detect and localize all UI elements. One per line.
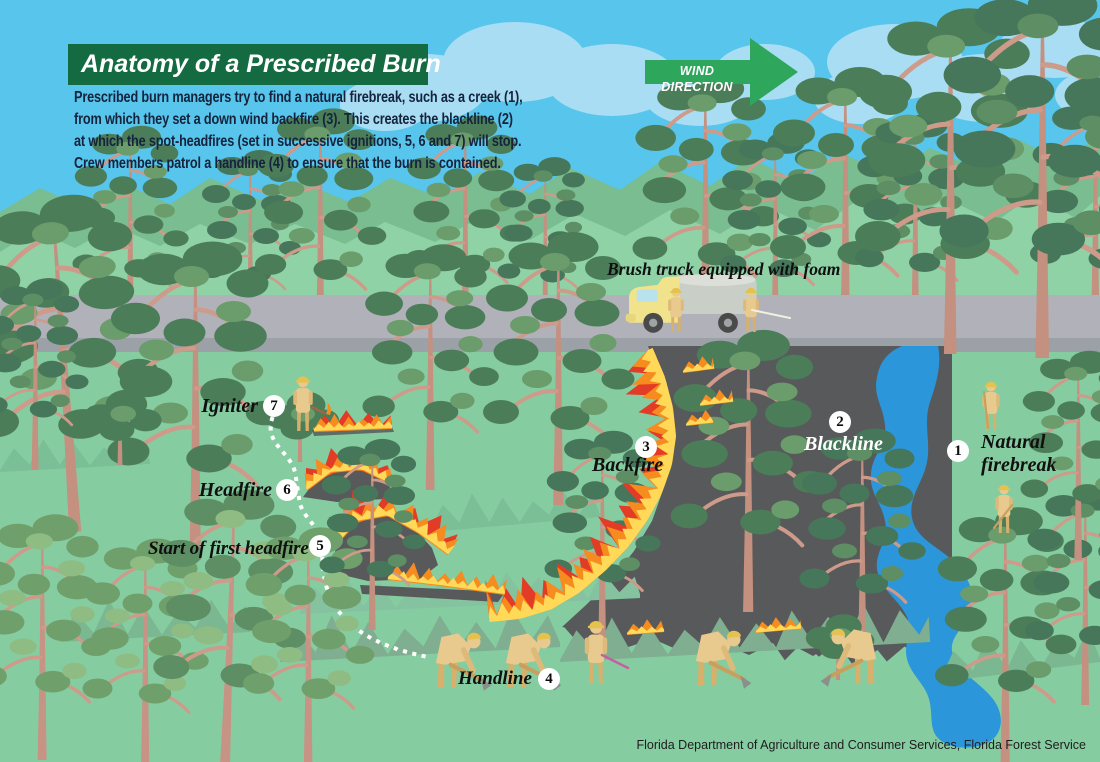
headfire-label: Headfire bbox=[198, 479, 272, 501]
description-line: Prescribed burn managers try to find a n… bbox=[74, 89, 523, 106]
wind-direction-label: WIND DIRECTION bbox=[661, 64, 733, 94]
wind-direction-arrow bbox=[645, 38, 798, 106]
burned-blackline-area bbox=[562, 346, 952, 656]
igniter-label: Igniter bbox=[201, 395, 258, 417]
description-line: Crew members patrol a handline (4) to en… bbox=[74, 155, 501, 172]
callout-number-1: 1 bbox=[947, 440, 969, 462]
callout-number-7: 7 bbox=[263, 395, 285, 417]
ignition-dotted-path bbox=[268, 416, 431, 660]
hand-tool bbox=[982, 390, 990, 430]
drip-torch bbox=[310, 405, 326, 415]
backfire-label: Backfire bbox=[592, 454, 664, 476]
callout-number-2: 2 bbox=[829, 411, 851, 433]
brush-truck bbox=[625, 273, 791, 333]
title-banner: Anatomy of a Prescribed Burn bbox=[68, 44, 441, 85]
description-paragraph: Prescribed burn managers try to find a n… bbox=[74, 87, 621, 175]
page-title: Anatomy of a Prescribed Burn bbox=[81, 50, 441, 78]
callout-number-3: 3 bbox=[635, 436, 657, 458]
handline-label: Handline bbox=[458, 668, 532, 689]
creek bbox=[870, 346, 1001, 748]
crew-figures bbox=[293, 376, 1014, 690]
description-line: from which they set a down wind backfire… bbox=[74, 111, 513, 128]
callout-number-6: 6 bbox=[276, 479, 298, 501]
description-line: at which the spot-headfires (set in succ… bbox=[74, 133, 522, 150]
blackline-label: Blackline bbox=[804, 433, 883, 455]
credit-line: Florida Department of Agriculture and Co… bbox=[636, 738, 1087, 752]
truck-label: Brush truck equipped with foam bbox=[607, 259, 841, 279]
natural-firebreak-label: Natural firebreak bbox=[981, 431, 1057, 476]
spray-wand bbox=[600, 653, 630, 670]
foam-hose bbox=[751, 309, 791, 319]
start-first-headfire-label: Start of first headfire bbox=[148, 538, 309, 559]
callout-number-4: 4 bbox=[538, 668, 560, 690]
callout-number-5: 5 bbox=[309, 535, 331, 557]
hand-tool bbox=[992, 503, 1014, 530]
